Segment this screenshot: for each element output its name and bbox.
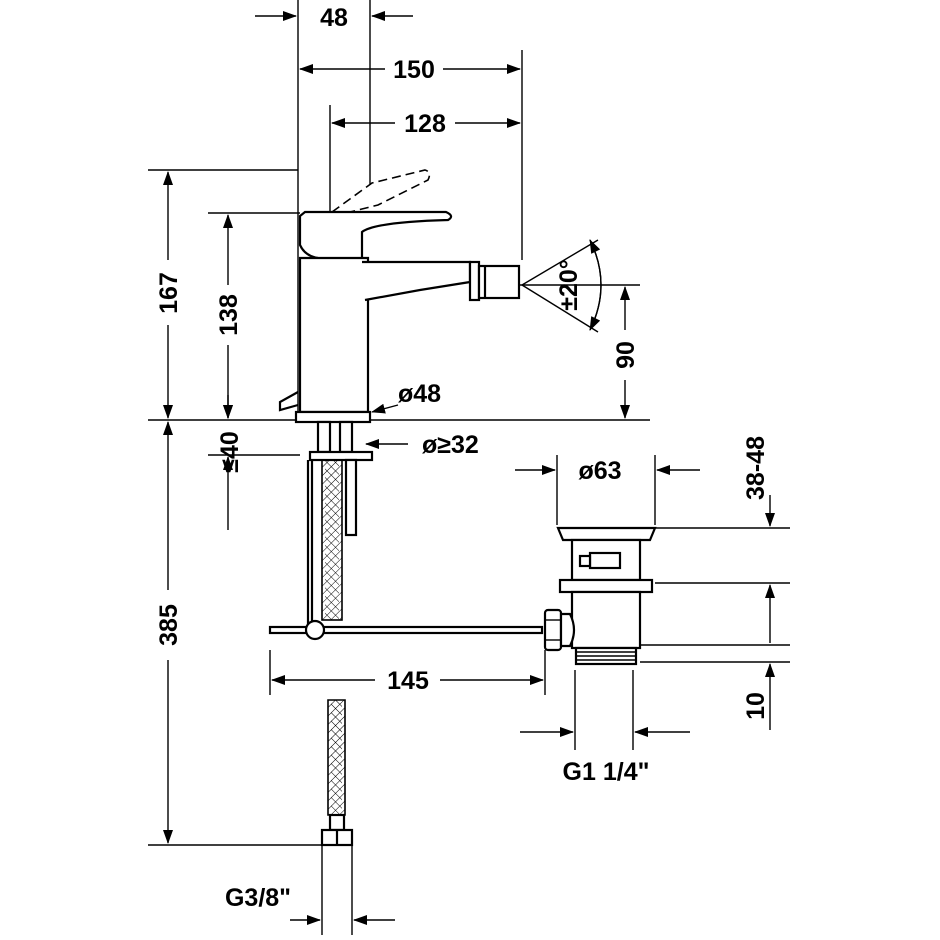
dimension-spout-reach: 128	[331, 110, 521, 138]
label-waste-diameter: ø63	[578, 457, 621, 485]
label-hose-length: 385	[155, 604, 183, 646]
dimension-spray-angle: ±20°	[521, 239, 602, 333]
label-total-reach: 150	[393, 56, 435, 84]
mounting-assembly	[268, 420, 544, 847]
label-spout-height: 138	[215, 294, 243, 336]
dimension-top-width: 48	[255, 4, 413, 32]
label-waste-range: 38-48	[742, 436, 770, 500]
label-total-height: 167	[155, 272, 183, 314]
label-spray-height: 90	[612, 341, 640, 369]
dimension-hose-length: 385	[155, 421, 183, 844]
label-thread-min: 10	[742, 692, 770, 720]
dimension-total-height: 167	[155, 171, 183, 419]
popup-waste	[543, 526, 657, 666]
dimension-waste-diameter: ø63	[515, 457, 700, 485]
dimension-supply-thread: G3/8"	[225, 884, 395, 925]
label-spray-angle: ±20°	[555, 259, 583, 311]
label-base-diameter: ø48	[398, 380, 441, 408]
label-rod-length: 145	[387, 667, 429, 695]
label-spout-reach: 128	[404, 110, 446, 138]
dimension-thread-min: 10	[742, 663, 775, 730]
dimension-base-diameter: ø48	[371, 380, 441, 414]
dimension-waste-thread: G1 1/4"	[520, 727, 690, 786]
extension-lines	[148, 0, 790, 935]
label-top-width: 48	[320, 4, 348, 32]
faucet-body	[278, 169, 521, 424]
label-waste-thread: G1 1/4"	[563, 758, 650, 786]
dimension-hole-diameter: ø≥32	[365, 431, 479, 459]
label-deck-thickness: ≤40	[216, 431, 244, 473]
dimension-total-reach: 150	[299, 56, 521, 84]
dimension-spout-height: 138	[215, 214, 243, 419]
dimension-waste-range: 38-48	[742, 436, 775, 643]
dimension-rod-length: 145	[271, 667, 544, 695]
label-hole-diameter: ø≥32	[422, 431, 479, 459]
dimension-deck-thickness: ≤40	[216, 395, 244, 530]
label-supply-thread: G3/8"	[225, 884, 291, 912]
dimension-spray-height: 90	[612, 286, 640, 419]
